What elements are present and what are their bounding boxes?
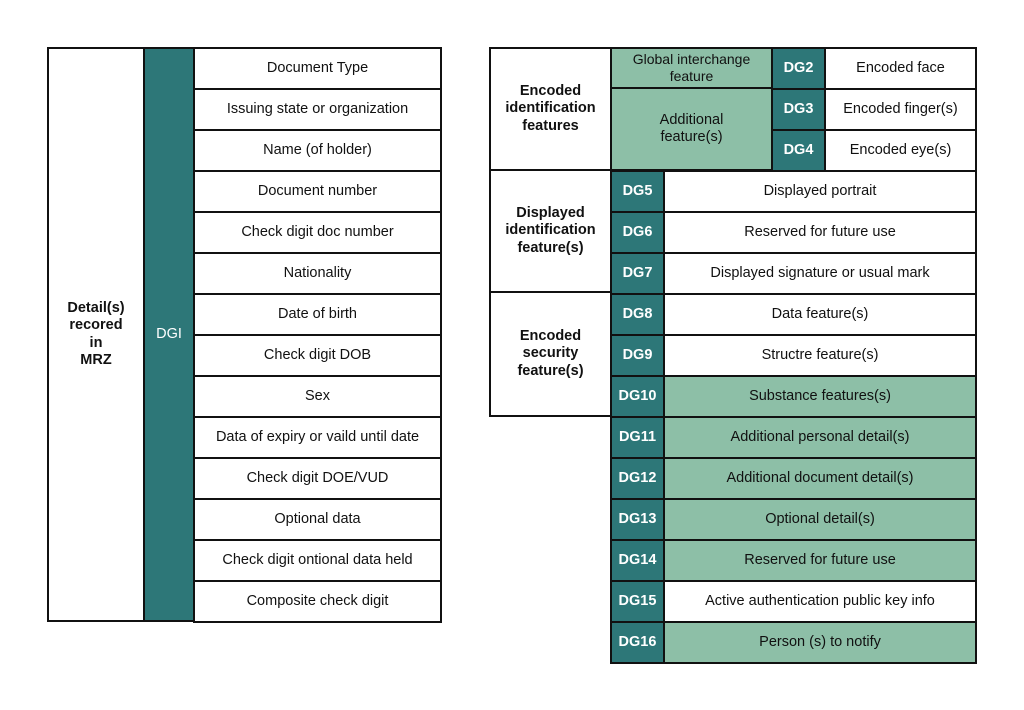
mrz-field-row: Data of expiry or vaild until date — [193, 416, 442, 459]
data-group-id: DG9 — [610, 334, 665, 377]
data-group-id: DG10 — [610, 375, 665, 418]
data-group-description: Substance features(s) — [663, 375, 977, 418]
data-group-description: Displayed portrait — [663, 170, 977, 213]
data-group-description: Encoded finger(s) — [824, 88, 977, 131]
mrz-field-row: Check digit doc number — [193, 211, 442, 254]
data-group-id: DG6 — [610, 211, 665, 254]
data-group-description: Additional personal detail(s) — [663, 416, 977, 459]
group-encoded-security: Encoded security feature(s) — [489, 291, 612, 417]
mrz-field-row: Optional data — [193, 498, 442, 541]
mrz-field-row: Sex — [193, 375, 442, 418]
data-group-description: Structre feature(s) — [663, 334, 977, 377]
mrz-field-row: Composite check digit — [193, 580, 442, 623]
data-group-description: Encoded eye(s) — [824, 129, 977, 172]
data-group-id: DG8 — [610, 293, 665, 336]
subgroup-additional-features: Additional feature(s) — [610, 87, 773, 171]
data-group-description: Encoded face — [824, 47, 977, 90]
data-group-id: DG15 — [610, 580, 665, 623]
mrz-group-label: Detail(s) recored in MRZ — [47, 47, 145, 622]
data-group-description: Displayed signature or usual mark — [663, 252, 977, 295]
data-group-id: DG16 — [610, 621, 665, 664]
data-group-id: DG4 — [771, 129, 826, 172]
subgroup-global-interchange: Global interchange feature — [610, 47, 773, 89]
data-group-description: Active authentication public key info — [663, 580, 977, 623]
data-group-description: Data feature(s) — [663, 293, 977, 336]
group-displayed-identification: Displayed identification feature(s) — [489, 169, 612, 293]
data-group-description: Reserved for future use — [663, 539, 977, 582]
data-group-description: Optional detail(s) — [663, 498, 977, 541]
data-group-description: Reserved for future use — [663, 211, 977, 254]
data-group-id: DG3 — [771, 88, 826, 131]
data-group-id: DG11 — [610, 416, 665, 459]
data-group-description: Person (s) to notify — [663, 621, 977, 664]
data-group-description: Additional document detail(s) — [663, 457, 977, 500]
data-group-id: DG13 — [610, 498, 665, 541]
mrz-field-row: Issuing state or organization — [193, 88, 442, 131]
mrz-field-row: Document number — [193, 170, 442, 213]
mrz-field-row: Document Type — [193, 47, 442, 90]
data-group-id: DG14 — [610, 539, 665, 582]
data-group-id: DG7 — [610, 252, 665, 295]
mrz-field-row: Check digit DOB — [193, 334, 442, 377]
group-encoded-identification: Encoded identification features — [489, 47, 612, 171]
mrz-field-row: Date of birth — [193, 293, 442, 336]
data-group-id: DG5 — [610, 170, 665, 213]
dg1-label: DGI — [143, 47, 195, 622]
data-group-id: DG2 — [771, 47, 826, 90]
mrz-field-row: Check digit DOE/VUD — [193, 457, 442, 500]
mrz-field-row: Name (of holder) — [193, 129, 442, 172]
mrz-field-row: Nationality — [193, 252, 442, 295]
data-group-id: DG12 — [610, 457, 665, 500]
mrz-field-row: Check digit ontional data held — [193, 539, 442, 582]
